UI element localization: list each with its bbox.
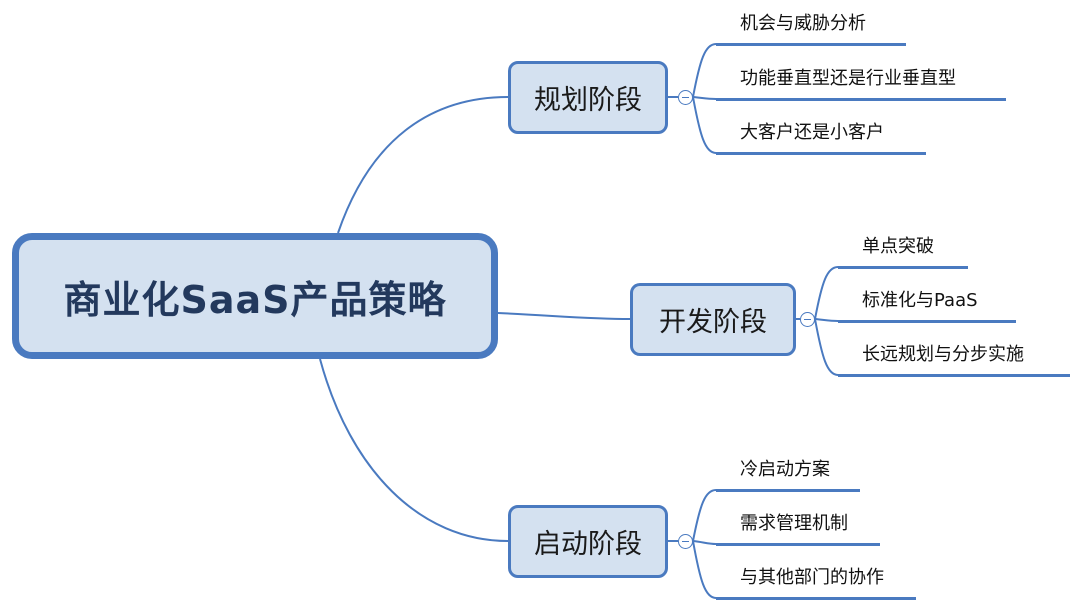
leaf-topic[interactable]: 长远规划与分步实施 [838,344,1070,377]
connector-branch-2-leaf-3 [814,318,839,376]
connector-root-branch-1 [337,96,509,234]
collapse-minus-icon[interactable] [678,534,693,549]
connector-root-branch-3 [319,358,509,542]
branch-topic-planning[interactable]: 规划阶段 [508,61,668,134]
leaf-topic[interactable]: 功能垂直型还是行业垂直型 [716,68,1006,101]
leaf-topic[interactable]: 大客户还是小客户 [716,122,926,155]
leaf-topic[interactable]: 单点突破 [838,236,968,269]
leaf-topic[interactable]: 机会与威胁分析 [716,13,906,46]
connector-branch-1-leaf-1 [692,43,717,98]
connector-branch-2-leaf-2 [814,318,839,322]
root-topic[interactable]: 商业化SaaS产品策略 [12,233,498,359]
connector-branch-3-leaf-3 [692,540,717,599]
connector-branch-1-leaf-3 [692,96,717,154]
connector-branch-3-leaf-1 [692,489,717,542]
branch-topic-development[interactable]: 开发阶段 [630,283,796,356]
leaf-topic[interactable]: 需求管理机制 [716,513,880,546]
connector-root-branch-2 [497,312,631,320]
leaf-topic[interactable]: 与其他部门的协作 [716,567,916,600]
collapse-minus-icon[interactable] [678,90,693,105]
connector-branch-3-leaf-2 [692,540,717,545]
collapse-minus-icon[interactable] [800,312,815,327]
connector-branch-2-leaf-1 [814,266,839,320]
leaf-topic[interactable]: 冷启动方案 [716,459,860,492]
connector-branch-1-leaf-2 [692,96,717,100]
branch-topic-launch[interactable]: 启动阶段 [508,505,668,578]
leaf-topic[interactable]: 标准化与PaaS [838,290,1016,323]
